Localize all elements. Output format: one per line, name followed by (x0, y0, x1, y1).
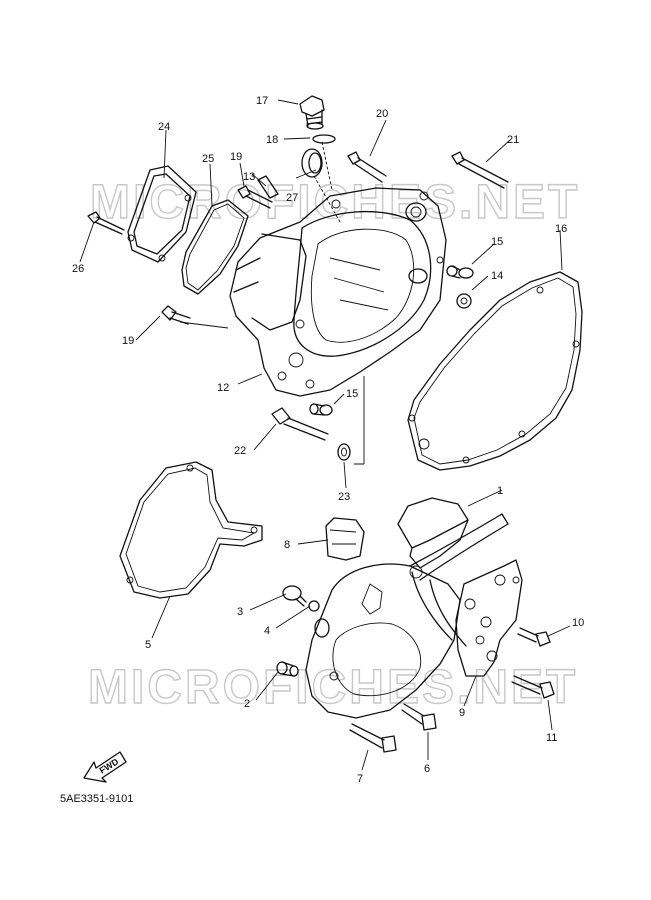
part-4-washer (308, 600, 320, 612)
part-6-bolt (401, 703, 437, 731)
part-10-bolt (517, 627, 551, 647)
assembly-line-1 (321, 141, 333, 191)
part-13-pin (257, 175, 279, 199)
callout-12: 12 (217, 382, 229, 394)
fwd-arrow-icon: FWD (83, 751, 127, 783)
callout-20: 20 (376, 108, 388, 120)
callout-14: 14 (491, 270, 503, 282)
part-11-bolt (511, 675, 555, 699)
leader-lines (79, 99, 571, 771)
callout-11: 11 (546, 732, 557, 744)
callout-2: 2 (244, 698, 250, 710)
watermark-bottom: MICROFICHES.NET (88, 661, 578, 714)
callout-19-upper: 19 (230, 151, 242, 163)
part-26-bolt (87, 211, 125, 235)
callout-23: 23 (338, 491, 350, 503)
catalog-number: 5AE3351-9101 (60, 793, 134, 805)
part-14-seal (456, 293, 472, 309)
callout-26: 26 (72, 263, 84, 275)
part-18-o-ring (312, 134, 336, 144)
callout-15-upper: 15 (491, 236, 503, 248)
callout-1: 1 (497, 485, 503, 497)
part-22-bolt (271, 407, 329, 441)
part-19-bolt-lower (161, 305, 191, 325)
callout-9: 9 (459, 707, 465, 719)
part-23-washer (337, 443, 351, 461)
callout-4: 4 (264, 625, 270, 637)
callout-22: 22 (234, 445, 246, 457)
part-20-bolt (347, 151, 387, 183)
part-17-filler-plug (299, 95, 325, 130)
callout-13: 13 (243, 171, 255, 183)
part-27-oil-seal (301, 148, 323, 178)
part-21-bolt (451, 151, 509, 189)
callout-16: 16 (555, 223, 567, 235)
callout-7: 7 (357, 773, 363, 785)
callout-18: 18 (266, 134, 278, 146)
callout-3: 3 (237, 606, 243, 618)
part-16-gasket (407, 271, 583, 471)
part-19-bolt-upper (237, 185, 273, 209)
part-8-guard (325, 517, 365, 561)
callout-15-lower: 15 (346, 388, 358, 400)
callout-5: 5 (145, 639, 151, 651)
part-15-dowel-upper (446, 265, 474, 279)
part-7-bolt (349, 723, 397, 753)
part-5-gasket (119, 461, 263, 599)
callout-19-lower: 19 (122, 335, 134, 347)
part-2-plug (276, 661, 299, 677)
part-24-cover (127, 165, 197, 263)
main-cover-assembly (305, 513, 509, 719)
callout-17: 17 (256, 95, 268, 107)
callout-8: 8 (284, 539, 290, 551)
assembly-line-4 (179, 321, 229, 329)
callout-25: 25 (202, 153, 214, 165)
callout-labels: 1 2 3 4 5 6 7 8 9 10 11 12 13 14 15 15 1… (72, 95, 584, 785)
assembly-line-2 (313, 175, 341, 223)
callout-24: 24 (158, 121, 170, 133)
callout-6: 6 (424, 763, 430, 775)
part-1-cover (397, 497, 469, 569)
part-15-dowel-lower (309, 403, 333, 416)
callout-10: 10 (572, 617, 584, 629)
part-25-gasket (181, 199, 249, 295)
callout-21: 21 (507, 134, 519, 146)
part-9-bracket (455, 559, 523, 677)
watermark-top: MICROFICHES.NET (90, 176, 580, 229)
part-3-plug (282, 585, 307, 607)
part-12-crankcase-cover (229, 187, 447, 397)
assembly-line-3 (354, 376, 365, 465)
callout-27: 27 (286, 192, 298, 204)
